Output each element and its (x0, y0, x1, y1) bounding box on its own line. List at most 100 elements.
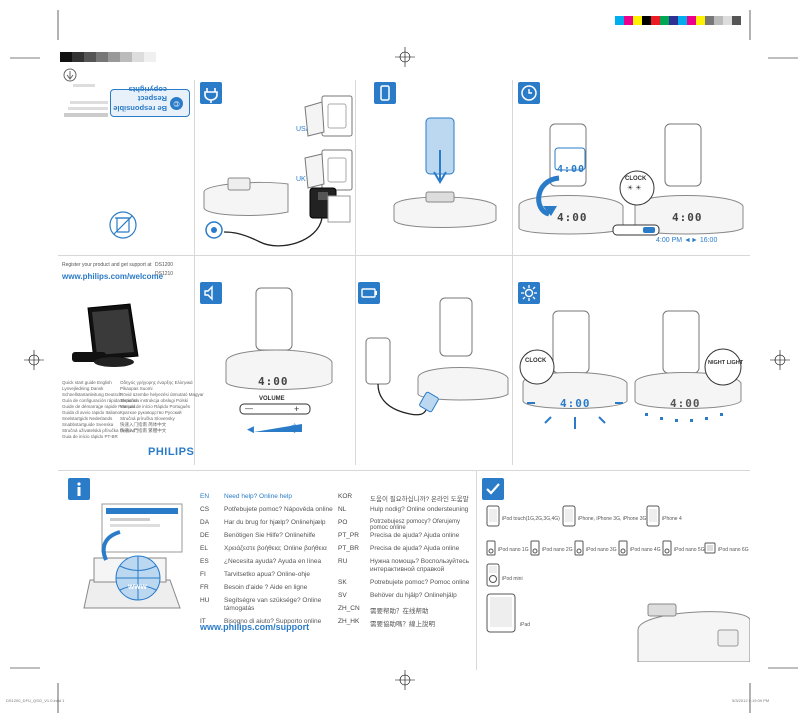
guide-item: Rövid üzembe helyezési útmutató Magyar (120, 392, 204, 397)
sun-brightness-icon (518, 282, 540, 304)
volume-plus: + (294, 404, 300, 414)
guide-item: Stručná uživatelská příručka Čeština (62, 428, 136, 433)
ipad-icon (486, 593, 516, 633)
ipod-nano-icon (618, 540, 628, 556)
guide-item: Guide de démarrage rapide Français (62, 404, 136, 409)
ipod-nano-icon (486, 540, 496, 556)
lang-code: HU (200, 597, 210, 604)
file-slug: DS1200_DFU_QSG_V1.0.indd 1 (6, 698, 65, 703)
guide-item: Pikaopas Suomi (120, 386, 153, 391)
guide-item: Guida di avvio rapido Italiano (62, 410, 121, 415)
info-icon (68, 478, 90, 500)
speaker-high-icon: ◀) (286, 423, 298, 434)
dock-illustration (393, 117, 497, 228)
guide-item: Οδηγός γρήγορης έναρξης Ελληνικά (120, 380, 193, 385)
lang-code: PO (338, 519, 348, 526)
guide-item: Schnellstartanleitung Deutsch (62, 392, 122, 397)
clock-screen-time: 4:00 (557, 164, 586, 175)
support-url[interactable]: www.philips.com/support (200, 622, 310, 632)
help-text: Benötigen Sie Hilfe? Onlinehilfe (224, 532, 316, 539)
ipod-mini-icon (486, 563, 500, 587)
globe-www-icon: www (128, 582, 147, 591)
lang-code: EN (200, 493, 210, 500)
lang-code: CS (200, 506, 210, 513)
help-text: 需要帮助？在线帮助 (370, 608, 429, 615)
device-label: iPad (520, 622, 531, 628)
divider (58, 255, 750, 256)
device-label: iPod touch(1G,2G,3G,4G) (502, 516, 560, 522)
divider (355, 80, 356, 465)
device-label: iPod nano 2G (542, 547, 573, 553)
help-text: Har du brug for hjælp? Onlinehjælp (224, 519, 326, 526)
device-label: iPhone, iPhone 3G, iPhone 3GS (578, 516, 650, 522)
copyright-icon: © (170, 97, 183, 110)
guide-item: Skrócona instrukcja obsługi Polski (120, 398, 189, 403)
lang-code: PT_PR (338, 532, 359, 539)
philips-logo: PHILIPS (148, 446, 195, 458)
lang-code: ZH_HK (338, 618, 360, 625)
power-plug-icon (200, 82, 222, 104)
help-text: Precisa de ajuda? Ajuda online (370, 545, 460, 552)
iphone-icon (562, 505, 576, 527)
help-text: Potrzebujesz pomocy? Oferujemy pomoc onl… (370, 519, 461, 531)
lang-code: IT (200, 618, 206, 625)
clock-button-label-2: CLOCK (525, 358, 547, 364)
guide-list-left: Quick start guide English Lynvejledning … (62, 380, 137, 440)
clock-illustration (518, 123, 744, 236)
lang-code: ZH_CN (338, 605, 360, 612)
fine-print-line (64, 113, 108, 117)
guide-item: 快速入門指南 繁體中文 (120, 428, 167, 433)
guide-item: Guia de início rápido PT-BR (62, 434, 118, 439)
guide-item: 快速入门指南 简体中文 (120, 422, 167, 427)
lang-code: RU (338, 558, 348, 565)
guide-item: Snelstartgids Nederlands (62, 416, 113, 421)
help-text: Potřebujete pomoc? Nápověda online (224, 506, 333, 513)
fine-print-line (68, 107, 108, 110)
help-text: Bisogno di aiuto? Supporto online (224, 618, 322, 625)
guide-list-right: Οδηγός γρήγορης έναρξης Ελληνικά Pikaopa… (120, 380, 204, 434)
ipod-nano-6g-icon (704, 542, 716, 554)
dim-display: 4:00 (670, 397, 701, 410)
help-text: Behöver du hjälp? Onlinehjälp (370, 592, 457, 599)
device-label: iPod nano 5G (674, 547, 705, 553)
clock-display-time-2: 4:00 (672, 211, 703, 224)
phone-icon (374, 82, 396, 104)
ipod-nano-icon (662, 540, 672, 556)
lang-code: DE (200, 532, 210, 539)
lang-code: EL (200, 545, 208, 552)
divider (512, 80, 513, 465)
ipod-nano-icon (574, 540, 584, 556)
bright-display: 4:00 (560, 397, 591, 410)
divider (194, 80, 195, 465)
help-text: Need help? Online help (224, 493, 292, 500)
help-text: Hulp nodig? Online ondersteuning (370, 506, 469, 513)
speaker-icon (200, 282, 222, 304)
lang-code: SK (338, 579, 347, 586)
help-text: Tarvitsetko apua? Online-ohje (224, 571, 310, 578)
volume-display: 4:00 (258, 375, 289, 388)
help-text: Precisa de ajuda? Ajuda online (370, 532, 460, 539)
copyright-banner: © Be responsible Respect copyrights (110, 85, 190, 117)
help-text: ¿Necesita ayuda? Ayuda en línea (224, 558, 322, 565)
lang-code: FR (200, 584, 209, 591)
power-illustration (203, 95, 353, 247)
welcome-url[interactable]: www.philips.com/welcome (62, 272, 164, 281)
battery-icon (358, 282, 380, 304)
fine-print-line (73, 84, 95, 87)
banner-line2: Respect copyrights (128, 85, 167, 103)
brightness-illustration (519, 310, 742, 429)
volume-minus: — (245, 404, 253, 413)
divider (58, 470, 750, 471)
device-label: iPod mini (502, 576, 523, 582)
help-list-left: EN Need help? Online help CS Potřebujete p… (200, 493, 348, 631)
lang-code: PT_BR (338, 545, 359, 552)
guide-item: Краткое руководство Русский (120, 410, 182, 415)
dock-corner-illustration (637, 603, 750, 662)
help-text: 需要協助嗎？線上說明 (370, 621, 435, 628)
time-format-conversion: 4:00 PM ◄► 16:00 (656, 237, 718, 244)
sun-brightness-icon: ☀ ☀ (627, 185, 642, 192)
volume-label: VOLUME (259, 396, 285, 402)
volume-illustration (225, 287, 333, 432)
